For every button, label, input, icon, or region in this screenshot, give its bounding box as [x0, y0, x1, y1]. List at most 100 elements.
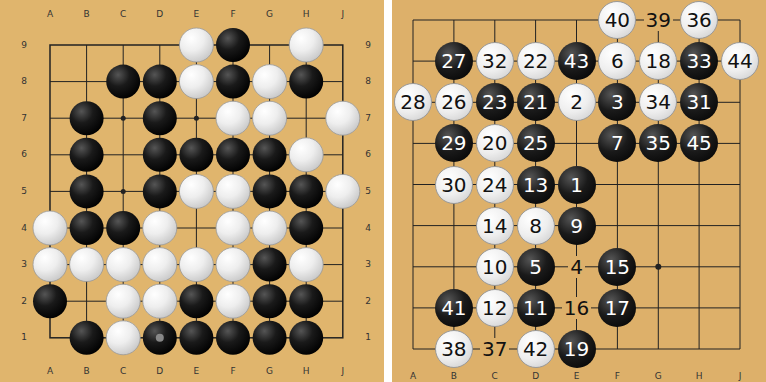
move-number: 26: [441, 92, 466, 112]
black-stone: 13: [517, 166, 555, 204]
black-stone: 1: [558, 166, 596, 204]
white-stone: [143, 284, 177, 318]
grid-border: [50, 45, 343, 338]
white-stone: [106, 284, 140, 318]
coordinate-label: F: [615, 372, 620, 381]
black-stone: [289, 321, 323, 355]
black-stone: 11: [517, 289, 555, 327]
white-stone: 38: [435, 330, 473, 368]
black-stone: 43: [558, 42, 596, 80]
coordinate-label: 9: [365, 41, 371, 50]
coordinate-label: A: [410, 372, 416, 381]
black-stone: [70, 138, 104, 172]
move-number: 14: [482, 216, 507, 236]
coordinate-label: 3: [21, 260, 27, 269]
white-stone: 24: [476, 166, 514, 204]
move-number: 36: [686, 10, 711, 30]
white-stone: [216, 101, 250, 135]
white-stone: 36: [680, 1, 718, 39]
move-number: 22: [523, 51, 548, 71]
star-point: [655, 264, 661, 270]
coordinate-label: 8: [365, 77, 371, 86]
move-number: 10: [482, 257, 507, 277]
white-stone: 14: [476, 207, 514, 245]
white-stone: [253, 101, 287, 135]
star-point: [121, 189, 126, 194]
move-number: 15: [605, 257, 630, 277]
black-stone: [179, 284, 213, 318]
move-number: 35: [646, 133, 671, 153]
black-stone: [216, 321, 250, 355]
white-stone: 10: [476, 248, 514, 286]
move-number: 44: [727, 51, 752, 71]
move-number: 45: [686, 133, 711, 153]
white-stone: [216, 211, 250, 245]
coordinate-label: E: [194, 367, 200, 376]
black-stone: 21: [517, 83, 555, 121]
move-number: 34: [646, 92, 671, 112]
coordinate-label: 9: [21, 41, 27, 50]
white-stone: [326, 101, 360, 135]
coordinate-label: 7: [365, 114, 371, 123]
move-number: 21: [523, 92, 548, 112]
move-number: 12: [482, 298, 507, 318]
move-number: 38: [441, 339, 466, 359]
move-number: 23: [482, 92, 507, 112]
move-number: 3: [611, 92, 624, 112]
coordinate-label: G: [266, 10, 273, 19]
white-stone: 20: [476, 124, 514, 162]
move-number: 17: [605, 298, 630, 318]
move-number: 1: [570, 175, 583, 195]
black-stone: [70, 321, 104, 355]
white-stone: 2: [558, 83, 596, 121]
coordinate-label: 1: [365, 333, 371, 342]
white-stone: [216, 174, 250, 208]
black-stone: [253, 138, 287, 172]
coordinate-label: G: [655, 372, 662, 381]
black-stone: [216, 65, 250, 99]
coordinate-label: 8: [21, 77, 27, 86]
coordinate-label: 5: [365, 187, 371, 196]
white-stone: [106, 321, 140, 355]
move-number: 4: [568, 256, 585, 278]
black-stone: 23: [476, 83, 514, 121]
move-number: 24: [482, 175, 507, 195]
star-point: [194, 116, 199, 121]
black-stone: [143, 321, 177, 355]
black-stone: 25: [517, 124, 555, 162]
black-stone: [253, 284, 287, 318]
white-stone: 30: [435, 166, 473, 204]
move-number: 20: [482, 133, 507, 153]
black-stone: 27: [435, 42, 473, 80]
move-number: 40: [605, 10, 630, 30]
move-number: 9: [570, 216, 583, 236]
black-stone: [143, 101, 177, 135]
white-stone: [326, 174, 360, 208]
white-stone: [179, 248, 213, 282]
coordinate-label: J: [341, 10, 344, 19]
coordinate-label: A: [47, 10, 53, 19]
black-stone: [289, 65, 323, 99]
black-stone: [143, 174, 177, 208]
white-stone: [33, 248, 67, 282]
white-stone: [289, 28, 323, 62]
black-stone: 15: [598, 248, 636, 286]
move-number: 31: [686, 92, 711, 112]
white-stone: [216, 248, 250, 282]
black-stone: 29: [435, 124, 473, 162]
coordinate-label: B: [84, 367, 90, 376]
coordinate-label: A: [47, 367, 53, 376]
move-number: 41: [441, 298, 466, 318]
black-stone: [143, 65, 177, 99]
black-stone: 17: [598, 289, 636, 327]
last-move-marker: [156, 334, 164, 342]
black-stone: [106, 211, 140, 245]
black-stone: [289, 284, 323, 318]
coordinate-label: F: [230, 10, 235, 19]
black-stone: 41: [435, 289, 473, 327]
left-white-stones: [33, 28, 360, 355]
black-stone: [216, 138, 250, 172]
coordinate-label: D: [532, 372, 539, 381]
black-stone: [33, 284, 67, 318]
move-number: 19: [564, 339, 589, 359]
